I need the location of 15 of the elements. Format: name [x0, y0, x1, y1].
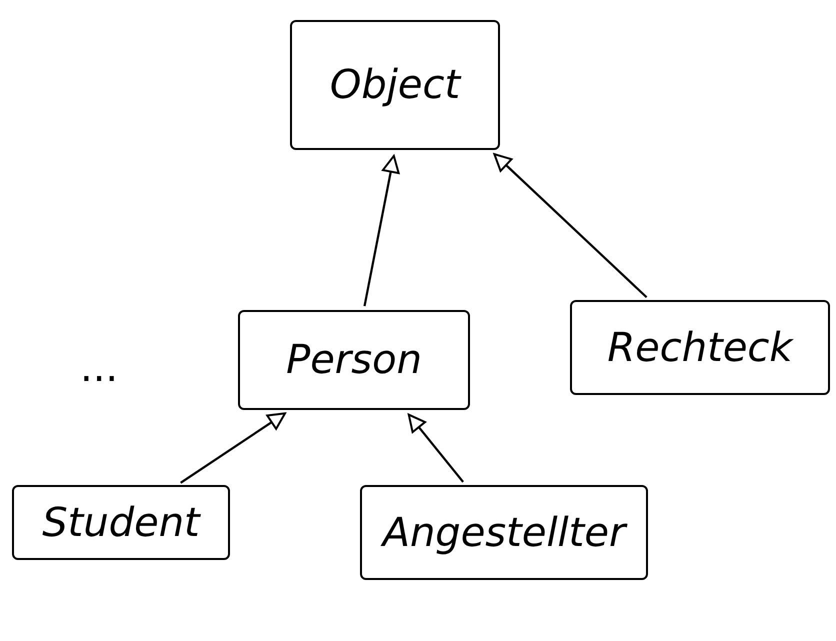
class-box — [12, 485, 230, 560]
class-name: Object — [330, 62, 460, 108]
class-name: Person — [286, 337, 422, 383]
inheritance-arrow — [180, 412, 286, 484]
class-name: Rechteck — [607, 324, 793, 370]
inheritance-arrow — [363, 154, 400, 306]
class-box — [290, 20, 500, 150]
class-box — [360, 485, 648, 580]
inheritance-arrow — [408, 414, 464, 483]
class-name: Angestellter — [382, 510, 626, 556]
class-box — [238, 310, 470, 410]
class-name: Student — [42, 500, 200, 546]
ellipsis-label: ... — [80, 345, 118, 391]
inheritance-arrow — [493, 153, 648, 298]
class-box — [570, 300, 830, 395]
